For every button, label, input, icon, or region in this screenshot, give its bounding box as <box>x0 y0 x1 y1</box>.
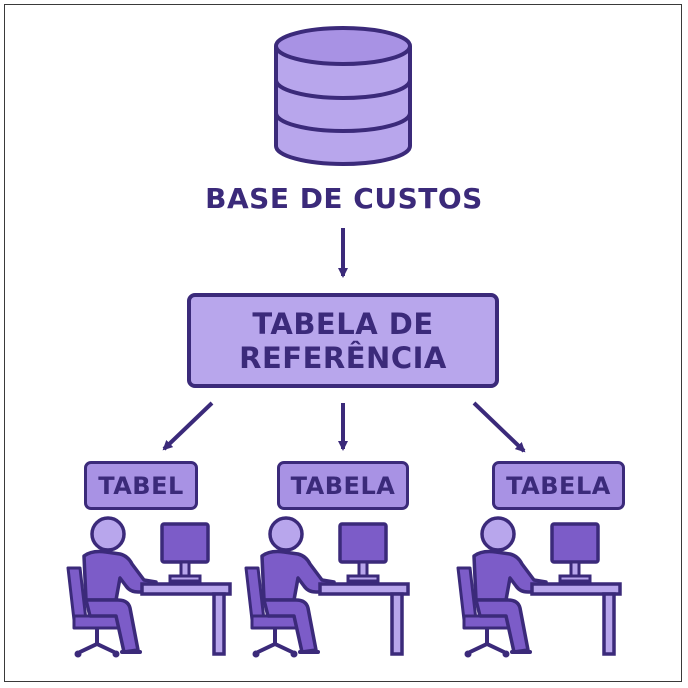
reference-table-label: TABELA DE REFERÊNCIA <box>239 307 447 375</box>
reference-table-line-2: REFERÊNCIA <box>239 340 447 375</box>
user-workstation-icon-1 <box>66 516 232 660</box>
reference-table-box: TABELA DE REFERÊNCIA <box>187 293 499 388</box>
table-box-2: TABELA <box>277 461 409 510</box>
reference-table-line-1: TABELA DE <box>252 306 434 341</box>
table-box-3: TABELA <box>492 461 625 510</box>
database-label: BASE DE CUSTOS <box>205 182 483 215</box>
table-box-1: TABEL <box>84 461 198 510</box>
arrow-reference-to-table-3 <box>472 401 526 453</box>
user-workstation-icon-3 <box>456 516 622 660</box>
database-icon <box>274 26 412 166</box>
arrow-reference-to-table-1 <box>162 401 214 451</box>
user-workstation-icon-2 <box>244 516 410 660</box>
